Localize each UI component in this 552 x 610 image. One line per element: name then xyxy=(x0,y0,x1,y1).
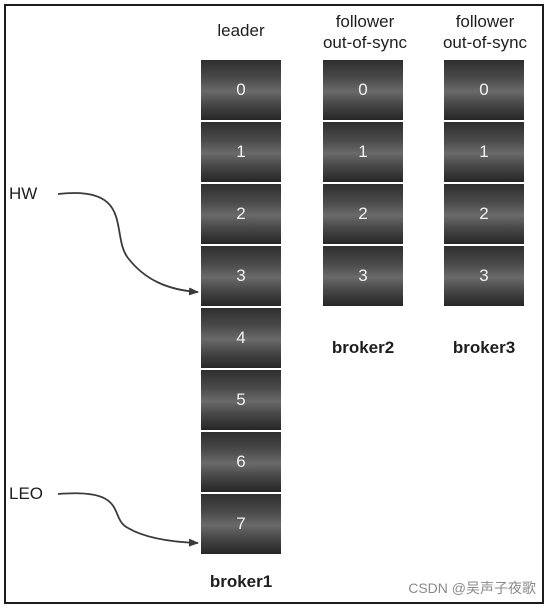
broker1-log-stack: 0 1 2 3 4 5 6 7 xyxy=(201,60,281,556)
broker3-offset-cell: 2 xyxy=(444,184,524,244)
broker2-label: broker2 xyxy=(331,338,395,357)
broker3-offset-cell: 3 xyxy=(444,246,524,306)
broker2-log-stack: 0 1 2 3 xyxy=(323,60,403,308)
broker1-offset-cell: 4 xyxy=(201,308,281,368)
broker3-offset-cell: 1 xyxy=(444,122,524,182)
leo-arrow xyxy=(57,492,199,547)
broker1-offset-cell: 0 xyxy=(201,60,281,120)
broker1-offset-cell: 1 xyxy=(201,122,281,182)
watermark: CSDN @吴声子夜歌 xyxy=(408,580,536,596)
broker1-offset-cell: 5 xyxy=(201,370,281,430)
broker1-offset-cell: 3 xyxy=(201,246,281,306)
hw-label: HW xyxy=(9,184,38,203)
broker2-header: follower out-of-sync xyxy=(322,12,408,52)
broker2-offset-cell: 2 xyxy=(323,184,403,244)
leader-header: leader xyxy=(217,21,265,40)
broker3-offset-cell: 0 xyxy=(444,60,524,120)
broker2-offset-cell: 3 xyxy=(323,246,403,306)
broker3-log-stack: 0 1 2 3 xyxy=(444,60,524,308)
broker1-label: broker1 xyxy=(209,572,273,591)
broker2-offset-cell: 1 xyxy=(323,122,403,182)
hw-arrow xyxy=(57,192,199,296)
broker3-label: broker3 xyxy=(452,338,516,357)
leo-label: LEO xyxy=(9,484,44,503)
broker2-offset-cell: 0 xyxy=(323,60,403,120)
broker1-offset-cell: 2 xyxy=(201,184,281,244)
broker3-header: follower out-of-sync xyxy=(442,12,528,52)
broker1-offset-cell: 7 xyxy=(201,494,281,554)
broker1-offset-cell: 6 xyxy=(201,432,281,492)
